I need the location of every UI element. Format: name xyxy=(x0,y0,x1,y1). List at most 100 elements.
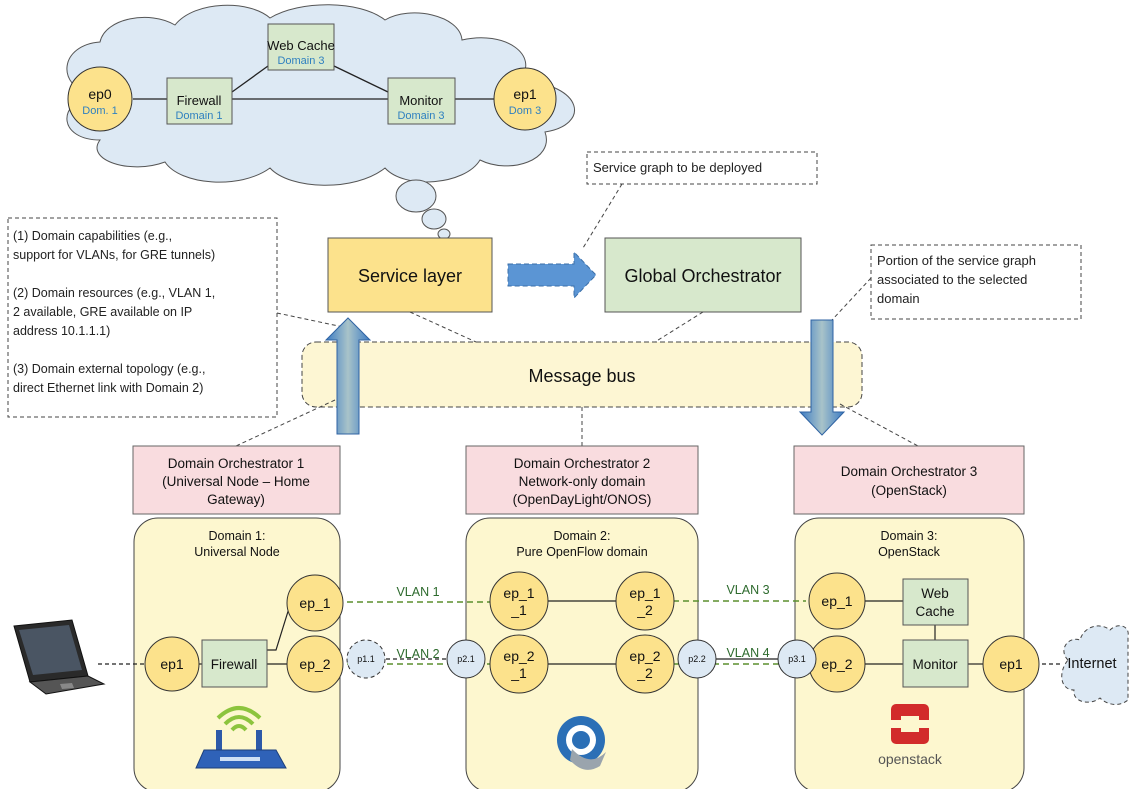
service-graph-links xyxy=(133,65,494,100)
service-graph-callout-text: Service graph to be deployed xyxy=(593,158,762,177)
domain-orchestrator-1-line1: Domain Orchestrator 1 xyxy=(168,456,305,471)
d2-ep_2_1: ep_2 _1 xyxy=(489,634,549,694)
d2-ep_1_1: ep_1 _1 xyxy=(489,571,549,631)
port-p3-1: p3.1 xyxy=(777,639,817,679)
port-p2-2: p2.2 xyxy=(677,639,717,679)
domain-orchestrator-3-line1: Domain Orchestrator 3 xyxy=(841,464,978,479)
sg-monitor-domain: Domain 3 xyxy=(397,110,444,122)
portion-callout-line-3: domain xyxy=(877,291,920,306)
capabilities-callout-text: (1) Domain capabilities (e.g., support f… xyxy=(13,227,215,398)
d1-firewall-label: Firewall xyxy=(211,657,258,672)
domain-orchestrator-1-line2: (Universal Node – Home xyxy=(162,474,310,489)
capabilities-line-5: 2 available, GRE available on IP xyxy=(13,305,193,319)
portion-callout-leader xyxy=(831,277,872,321)
d3-ep_1-label: ep_1 xyxy=(821,593,852,609)
d2-ep_1_2-line1: ep_1 xyxy=(629,585,660,601)
up-arrow-domain1 xyxy=(324,317,372,435)
message-bus-label: Message bus xyxy=(528,366,635,386)
domain-orchestrator-2-line1: Domain Orchestrator 2 xyxy=(514,456,651,471)
sg-monitor: Monitor Domain 3 xyxy=(387,77,456,125)
sg-firewall-label: Firewall xyxy=(177,93,222,108)
portion-callout-box xyxy=(870,244,1082,320)
portion-callout-text: Portion of the service graph associated … xyxy=(877,251,1036,308)
d1-ep_2: ep_2 xyxy=(286,635,344,693)
d3-monitor-label: Monitor xyxy=(912,657,958,672)
vlan-labels: VLAN 1 VLAN 2 VLAN 3 VLAN 4 xyxy=(396,583,769,661)
internet-cloud: Internet xyxy=(1061,625,1129,705)
capabilities-line-7 xyxy=(13,341,215,360)
domain-orchestrator-2: Domain Orchestrator 2 Network-only domai… xyxy=(465,445,699,515)
service-to-orchestrator-arrow xyxy=(507,250,597,300)
d2-ep_1_2-line2: _2 xyxy=(636,602,653,618)
d3-ep_2-label: ep_2 xyxy=(821,656,852,672)
port-p1-1: p1.1 xyxy=(346,639,386,679)
domain-orchestrator-2-line2: Network-only domain xyxy=(519,474,646,489)
port-p2-1-label: p2.1 xyxy=(457,654,475,664)
d2-ep_2_1-line1: ep_2 xyxy=(503,648,534,664)
domain-1-title: Domain 1: xyxy=(209,529,266,543)
port-p3-1-label: p3.1 xyxy=(788,654,806,664)
sg-firewall: Firewall Domain 1 xyxy=(166,77,233,125)
domain-orchestrator-2-line3: (OpenDayLight/ONOS) xyxy=(513,492,652,507)
d3-webcache: Web Cache xyxy=(902,578,969,626)
d1-ep_1: ep_1 xyxy=(286,574,344,632)
d3-webcache-line1: Web xyxy=(921,586,949,601)
portion-callout-line-2: associated to the selected xyxy=(877,272,1028,287)
sg-webcache: Web Cache Domain 3 xyxy=(267,23,335,71)
capabilities-line-2: support for VLANs, for GRE tunnels) xyxy=(13,248,216,262)
capabilities-callout-leader xyxy=(276,312,349,329)
capabilities-line-6: address 10.1.1.1) xyxy=(13,324,111,338)
sg-ep1-domain: Dom 3 xyxy=(509,105,541,117)
vlan-1-label: VLAN 1 xyxy=(396,585,439,599)
service-graph-cloud xyxy=(66,4,575,186)
d1-ep1: ep1 xyxy=(144,636,200,692)
sg-ep0: ep0 Dom. 1 xyxy=(67,66,133,132)
bus-connectors xyxy=(235,311,919,447)
sg-firewall-domain: Domain 1 xyxy=(175,110,222,122)
sg-ep1: ep1 Dom 3 xyxy=(493,67,557,131)
vlan-2-label: VLAN 2 xyxy=(396,647,439,661)
vlan-4-label: VLAN 4 xyxy=(726,646,769,660)
domain-orchestrator-3-line2: (OpenStack) xyxy=(871,483,947,498)
wifi-router-icon xyxy=(195,706,287,769)
internet-label: Internet xyxy=(1067,656,1116,672)
sg-ep0-domain: Dom. 1 xyxy=(82,105,117,117)
domain-orchestrator-1-line3: Gateway) xyxy=(207,492,265,507)
down-arrow-domain3 xyxy=(798,319,846,436)
opendaylight-logo-icon xyxy=(557,716,606,770)
portion-callout-line-1: Portion of the service graph xyxy=(877,253,1036,268)
capabilities-line-4: (2) Domain resources (e.g., VLAN 1, xyxy=(13,286,216,300)
dashed-black-links xyxy=(98,658,1062,665)
d2-ep_1_1-line2: _1 xyxy=(510,602,527,618)
d1-ep_2-label: ep_2 xyxy=(299,656,330,672)
domain-2-title: Domain 2: xyxy=(554,529,611,543)
sg-webcache-domain: Domain 3 xyxy=(277,55,324,67)
domain-2-subtitle: Pure OpenFlow domain xyxy=(516,545,647,559)
d3-ep1: ep1 xyxy=(982,635,1040,693)
laptop-icon xyxy=(13,619,106,695)
d3-monitor: Monitor xyxy=(902,639,969,688)
sg-ep0-label: ep0 xyxy=(88,86,112,102)
message-bus: Message bus xyxy=(301,341,863,408)
service-graph-callout-leader xyxy=(582,183,623,249)
d1-firewall: Firewall xyxy=(201,639,268,688)
domain-orchestrator-3: Domain Orchestrator 3 (OpenStack) xyxy=(793,445,1025,515)
d3-ep_2: ep_2 xyxy=(808,635,866,693)
internet-cloud-icon xyxy=(1061,625,1129,705)
global-orchestrator-label: Global Orchestrator xyxy=(624,266,781,286)
cloud-shape xyxy=(66,4,575,186)
d2-ep_2_1-line2: _1 xyxy=(510,665,527,681)
domain-3-subtitle: OpenStack xyxy=(878,545,941,559)
capabilities-line-1: (1) Domain capabilities (e.g., xyxy=(13,229,173,243)
d3-ep1-label: ep1 xyxy=(999,656,1023,672)
global-orchestrator: Global Orchestrator xyxy=(604,237,802,313)
service-graph-callout-line: Service graph to be deployed xyxy=(593,160,763,175)
d3-ep_1: ep_1 xyxy=(808,572,866,630)
d2-ep_2_2-line1: ep_2 xyxy=(629,648,660,664)
domain-1-subtitle: Universal Node xyxy=(194,545,280,559)
service-layer: Service layer xyxy=(327,237,493,313)
capabilities-line-3 xyxy=(13,265,215,284)
d2-ep_1_1-line1: ep_1 xyxy=(503,585,534,601)
openstack-wordmark: openstack xyxy=(878,751,943,767)
